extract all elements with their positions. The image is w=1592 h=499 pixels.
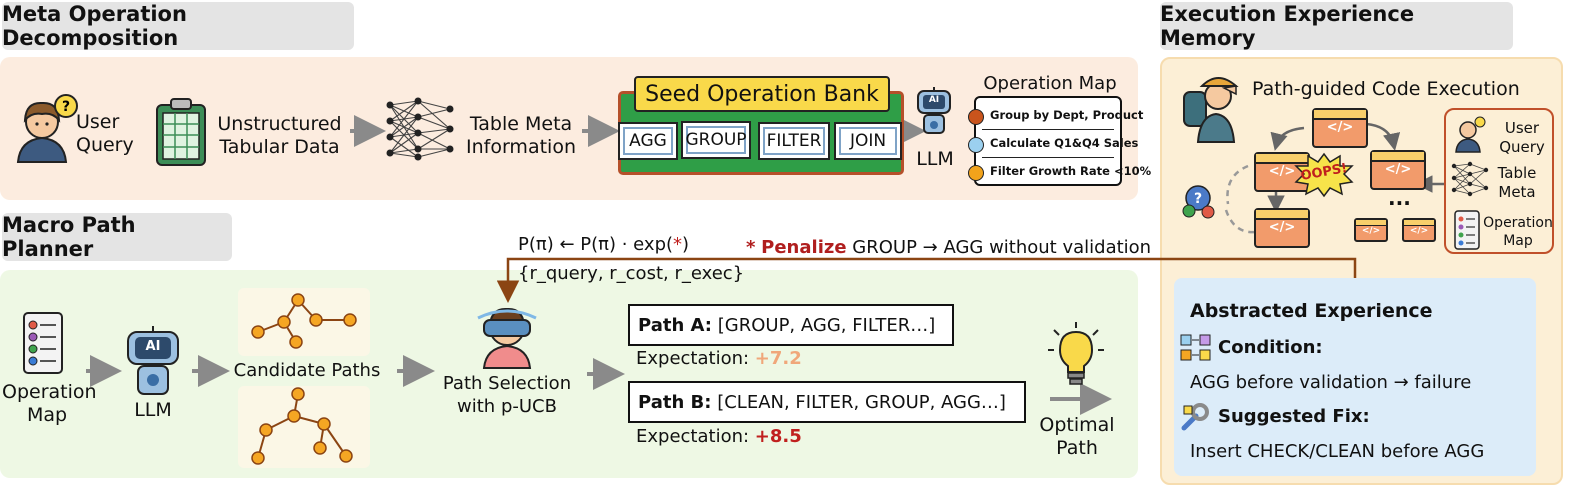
code-window-icon: </> bbox=[1254, 152, 1310, 192]
op-map-title: Operation Map bbox=[983, 73, 1117, 94]
neural-network-icon bbox=[1451, 161, 1489, 197]
lightbulb-icon bbox=[1048, 322, 1104, 385]
tree-icon bbox=[251, 387, 353, 465]
neural-network-icon bbox=[386, 97, 454, 161]
memory-header: Execution Experience Memory bbox=[1160, 2, 1513, 50]
path-b-box: Path B: [CLEAN, FILTER, GROUP, AGG…] bbox=[628, 381, 1026, 423]
wrench-icon bbox=[1181, 403, 1209, 431]
seed-bank-title: Seed Operation Bank bbox=[634, 76, 890, 112]
path-a-box: Path A: [GROUP, AGG, FILTER…] bbox=[628, 304, 954, 346]
op-map-dot-red bbox=[968, 109, 984, 125]
expectation-a: Expectation: +7.2 bbox=[636, 348, 802, 369]
svg-text:?: ? bbox=[62, 99, 70, 115]
op-group: GROUP bbox=[681, 121, 751, 159]
code-window-icon: </> bbox=[1354, 218, 1388, 242]
true-false-bubble-icon: ? bbox=[1182, 185, 1215, 219]
op-map-dot-blue bbox=[968, 137, 984, 153]
condition-icon bbox=[1180, 334, 1211, 361]
code-window-icon: </> bbox=[1370, 150, 1426, 190]
spreadsheet-icon bbox=[156, 98, 206, 166]
op-join: JOIN bbox=[834, 122, 902, 160]
robot-icon bbox=[917, 87, 951, 134]
user-icon bbox=[1455, 116, 1486, 153]
code-ellipsis: ... bbox=[1388, 186, 1411, 210]
op-map-divider bbox=[982, 129, 1114, 130]
code-window-icon: </> bbox=[1402, 218, 1436, 242]
penalize-note: * Penalize GROUP → AGG without validatio… bbox=[746, 237, 1152, 258]
abstracted-title: Abstracted Experience bbox=[1190, 300, 1433, 322]
svg-text:?: ? bbox=[1194, 191, 1202, 207]
operation-map-icon bbox=[23, 312, 63, 374]
expectation-b: Expectation: +8.5 bbox=[636, 426, 802, 447]
llm-label-top: LLM bbox=[916, 148, 954, 170]
op-map-item: Group by Dept, Product bbox=[990, 108, 1144, 122]
explorer-icon bbox=[1183, 77, 1239, 143]
vr-user-icon bbox=[477, 307, 537, 369]
macro-header: Macro Path Planner bbox=[2, 213, 232, 261]
op-agg: AGG bbox=[618, 122, 678, 160]
oops-burst-icon bbox=[1294, 152, 1354, 198]
op-map-dot-orange bbox=[968, 165, 984, 181]
update-formula: P(π) ← P(π) · exp(*) bbox=[518, 234, 690, 255]
llm-label-macro: LLM bbox=[134, 399, 172, 421]
op-filter: FILTER bbox=[758, 122, 830, 160]
experience-panel bbox=[1174, 278, 1536, 476]
op-map-item: Filter Growth Rate <10% bbox=[990, 164, 1152, 178]
reward-set: {r_query, r_cost, r_exec} bbox=[518, 263, 745, 284]
formula-star: * bbox=[673, 234, 683, 255]
user-query-icon: ? bbox=[16, 94, 78, 163]
fix-label: Suggested Fix: bbox=[1218, 406, 1370, 427]
meta-header: Meta Operation Decomposition bbox=[2, 2, 354, 50]
op-map-box: Group by Dept, Product Calculate Q1&Q4 S… bbox=[968, 96, 1151, 186]
robot-badge: AI bbox=[928, 95, 940, 105]
robot-icon bbox=[127, 326, 179, 395]
candidate-paths-label: Candidate Paths bbox=[233, 360, 381, 381]
robot-badge: AI bbox=[145, 339, 161, 354]
code-window-icon: </> bbox=[1312, 108, 1368, 148]
operation-map-icon bbox=[1454, 210, 1480, 250]
tree-icon bbox=[251, 293, 357, 349]
code-exec-title: Path-guided Code Execution bbox=[1252, 78, 1520, 100]
op-map-divider bbox=[982, 157, 1114, 158]
condition-text: AGG before validation → failure bbox=[1190, 372, 1472, 393]
fix-text: Insert CHECK/CLEAN before AGG bbox=[1190, 441, 1485, 462]
code-window-icon: </> bbox=[1254, 208, 1310, 248]
op-map-item: Calculate Q1&Q4 Sales bbox=[990, 136, 1139, 150]
condition-label: Condition: bbox=[1218, 337, 1323, 358]
